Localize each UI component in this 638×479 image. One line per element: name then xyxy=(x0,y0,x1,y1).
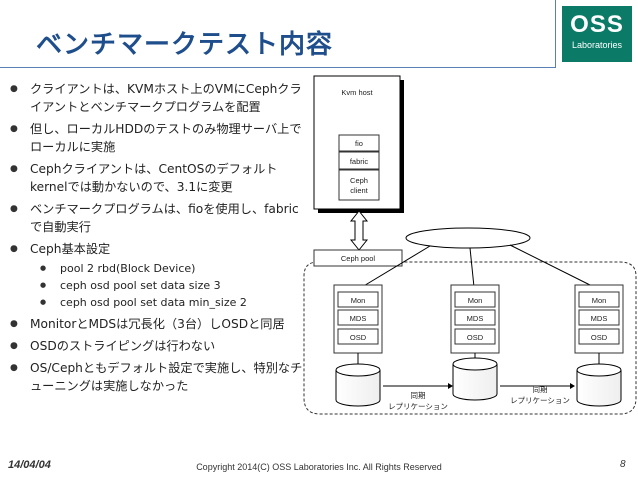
mds-box xyxy=(337,309,379,326)
ceph-pool-box xyxy=(313,249,403,267)
osd-box xyxy=(578,328,620,345)
bullet-item: MonitorとMDSは冗長化（3台）しOSDと同居 xyxy=(8,315,304,333)
ceph-node-1: Mon MDS OSD xyxy=(333,284,383,354)
oss-logo: OSS Laboratories xyxy=(562,6,632,62)
sub-bullet-item: ceph osd pool set data size 3 xyxy=(30,277,304,294)
ceph-pool-label: Ceph pool xyxy=(341,254,376,263)
ceph-client-box xyxy=(338,169,380,201)
kvm-host-label: Kvm host xyxy=(341,88,373,97)
replication-label: 同期レプリケーション xyxy=(510,385,570,405)
mon-label: Mon xyxy=(351,296,366,305)
bullet-item: ベンチマークプログラムは、fioを使用し、fabricで自動実行 xyxy=(8,200,304,236)
footer-date: 14/04/04 xyxy=(8,459,51,471)
mon-label: Mon xyxy=(592,296,607,305)
ceph-pool-ellipse xyxy=(405,227,531,249)
fabric-label: fabric xyxy=(350,157,369,166)
mon-label: Mon xyxy=(468,296,483,305)
osd-box xyxy=(454,328,496,345)
disk-icon xyxy=(576,363,622,407)
bullet-item: Cephクライアントは、CentOSのデフォルトkernelでは動かないので、3… xyxy=(8,160,304,196)
mds-label: MDS xyxy=(467,314,484,323)
bullet-item: OSDのストライピングは行わない xyxy=(8,337,304,355)
bullet-item: OS/Cephともデフォルト設定で実施し、特別なチューニングは実施しなかった xyxy=(8,359,304,395)
kvm-to-pool-arrow xyxy=(349,210,369,251)
disk-icon xyxy=(335,363,381,407)
sub-bullet-list: pool 2 rbd(Block Device) ceph osd pool s… xyxy=(30,260,304,311)
ceph-cluster-boundary xyxy=(303,261,637,415)
mon-box xyxy=(578,291,620,308)
osd-label: OSD xyxy=(350,333,367,342)
osd-box xyxy=(337,328,379,345)
bullet-item: 但し、ローカルHDDのテストのみ物理サーバ上でローカルに実施 xyxy=(8,120,304,156)
mon-box xyxy=(337,291,379,308)
fabric-box xyxy=(338,151,380,170)
disk-icon xyxy=(452,357,498,401)
mon-box xyxy=(454,291,496,308)
pool-link xyxy=(469,247,475,288)
ceph-node-3: Mon MDS OSD xyxy=(574,284,624,354)
fio-box xyxy=(338,134,380,152)
fio-label: fio xyxy=(355,139,363,148)
pool-link xyxy=(509,244,595,288)
page-number: 8 xyxy=(620,459,626,470)
bullet-item: クライアントは、KVMホスト上のVMにCephクライアントとベンチマークプログラ… xyxy=(8,80,304,116)
sub-bullet-item: ceph osd pool set data min_size 2 xyxy=(30,294,304,311)
title-rule xyxy=(0,67,555,68)
logo-divider xyxy=(555,0,556,68)
ceph-node-2: Mon MDS OSD xyxy=(450,284,500,354)
osd-label: OSD xyxy=(591,333,608,342)
mds-label: MDS xyxy=(591,314,608,323)
replication-label: 同期レプリケーション xyxy=(388,391,448,411)
sub-bullet-item: pool 2 rbd(Block Device) xyxy=(30,260,304,277)
bullet-text: Ceph基本設定 xyxy=(30,242,111,256)
footer-copyright: Copyright 2014(C) OSS Laboratories Inc. … xyxy=(196,462,442,472)
logo-text: OSS xyxy=(570,11,624,38)
pool-link xyxy=(361,245,431,288)
mds-box xyxy=(454,309,496,326)
mds-box xyxy=(578,309,620,326)
bullet-list: クライアントは、KVMホスト上のVMにCephクライアントとベンチマークプログラ… xyxy=(8,80,304,399)
osd-label: OSD xyxy=(467,333,484,342)
slide-title: ベンチマークテスト内容 xyxy=(36,30,334,60)
bullet-item-ceph-settings: Ceph基本設定 pool 2 rbd(Block Device) ceph o… xyxy=(8,240,304,311)
mds-label: MDS xyxy=(350,314,367,323)
logo-subtext: Laboratories xyxy=(571,40,623,50)
